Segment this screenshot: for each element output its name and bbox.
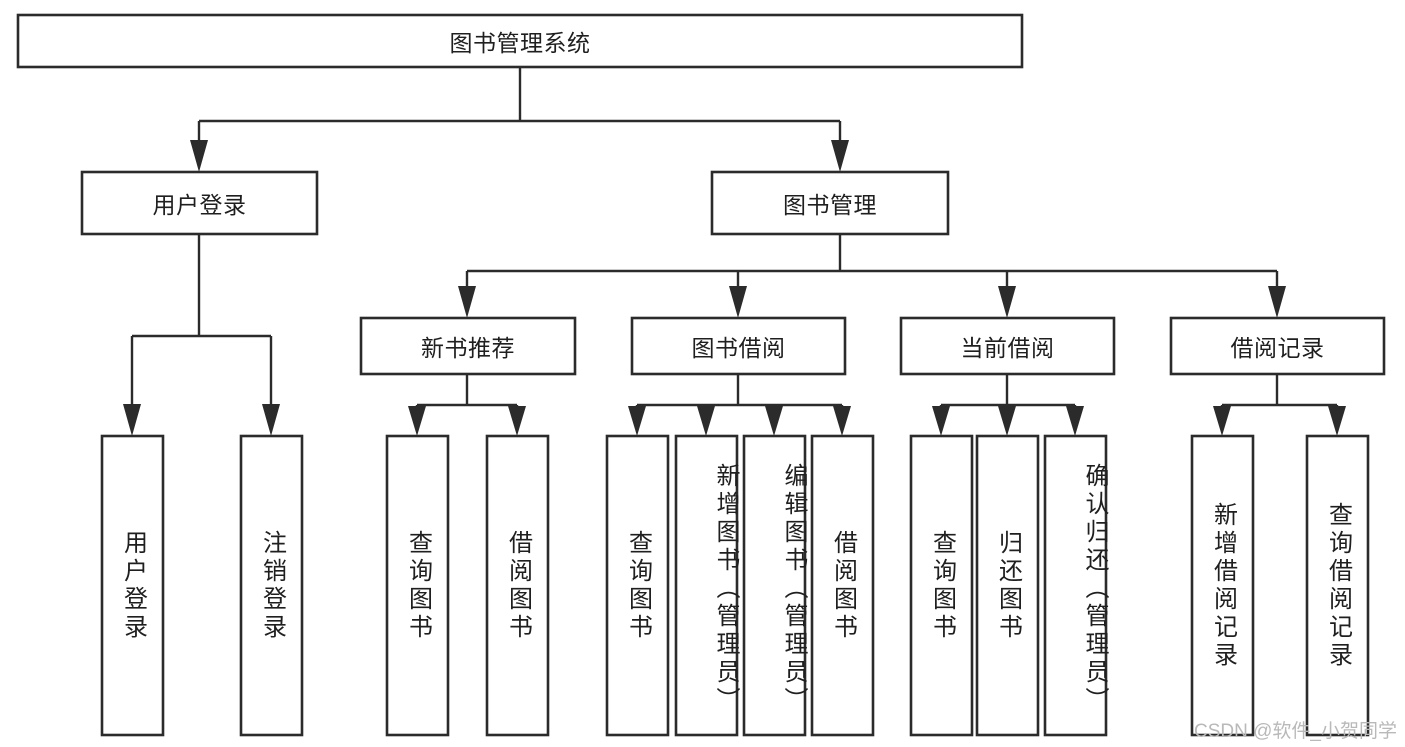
node-box-leaf-add-record[interactable] bbox=[1190, 434, 1255, 737]
node-box-leaf-logout-login[interactable] bbox=[239, 434, 304, 737]
connector-userlogin-to-leaves bbox=[123, 234, 280, 436]
node-box-leaf-edit-book[interactable] bbox=[742, 434, 807, 737]
node-box-current-borrow[interactable] bbox=[899, 316, 1116, 376]
connector-borrowrecord-to-leaves bbox=[1213, 374, 1346, 436]
connector-bookborrow-to-leaves bbox=[628, 374, 851, 436]
node-box-leaf-query-record[interactable] bbox=[1305, 434, 1370, 737]
node-box-book-manage[interactable] bbox=[710, 170, 950, 236]
node-box-leaf-borrow-book-2[interactable] bbox=[810, 434, 875, 737]
node-box-leaf-query-book-1[interactable] bbox=[385, 434, 450, 737]
node-box-leaf-add-book[interactable] bbox=[674, 434, 739, 737]
connector-newbook-to-leaves bbox=[408, 374, 526, 436]
node-box-leaf-user-login[interactable] bbox=[100, 434, 165, 737]
node-box-new-book-recommend[interactable] bbox=[359, 316, 577, 376]
node-box-book-borrow[interactable] bbox=[630, 316, 847, 376]
node-box-leaf-query-book-3[interactable] bbox=[909, 434, 974, 737]
node-box-user-login[interactable] bbox=[80, 170, 319, 236]
node-box-leaf-return-book[interactable] bbox=[975, 434, 1040, 737]
node-box-leaf-confirm-return[interactable] bbox=[1043, 434, 1108, 737]
node-box-leaf-query-book-2[interactable] bbox=[605, 434, 670, 737]
node-box-root[interactable] bbox=[16, 13, 1024, 69]
csdn-watermark: CSDN @软件_小贺同学 bbox=[1194, 721, 1397, 742]
connector-bookmanage-to-level2 bbox=[458, 234, 1286, 318]
connector-currentborrow-to-leaves bbox=[932, 374, 1084, 436]
node-box-borrow-record[interactable] bbox=[1169, 316, 1386, 376]
node-box-leaf-borrow-book-1[interactable] bbox=[485, 434, 550, 737]
connector-root-to-level1 bbox=[190, 68, 849, 172]
